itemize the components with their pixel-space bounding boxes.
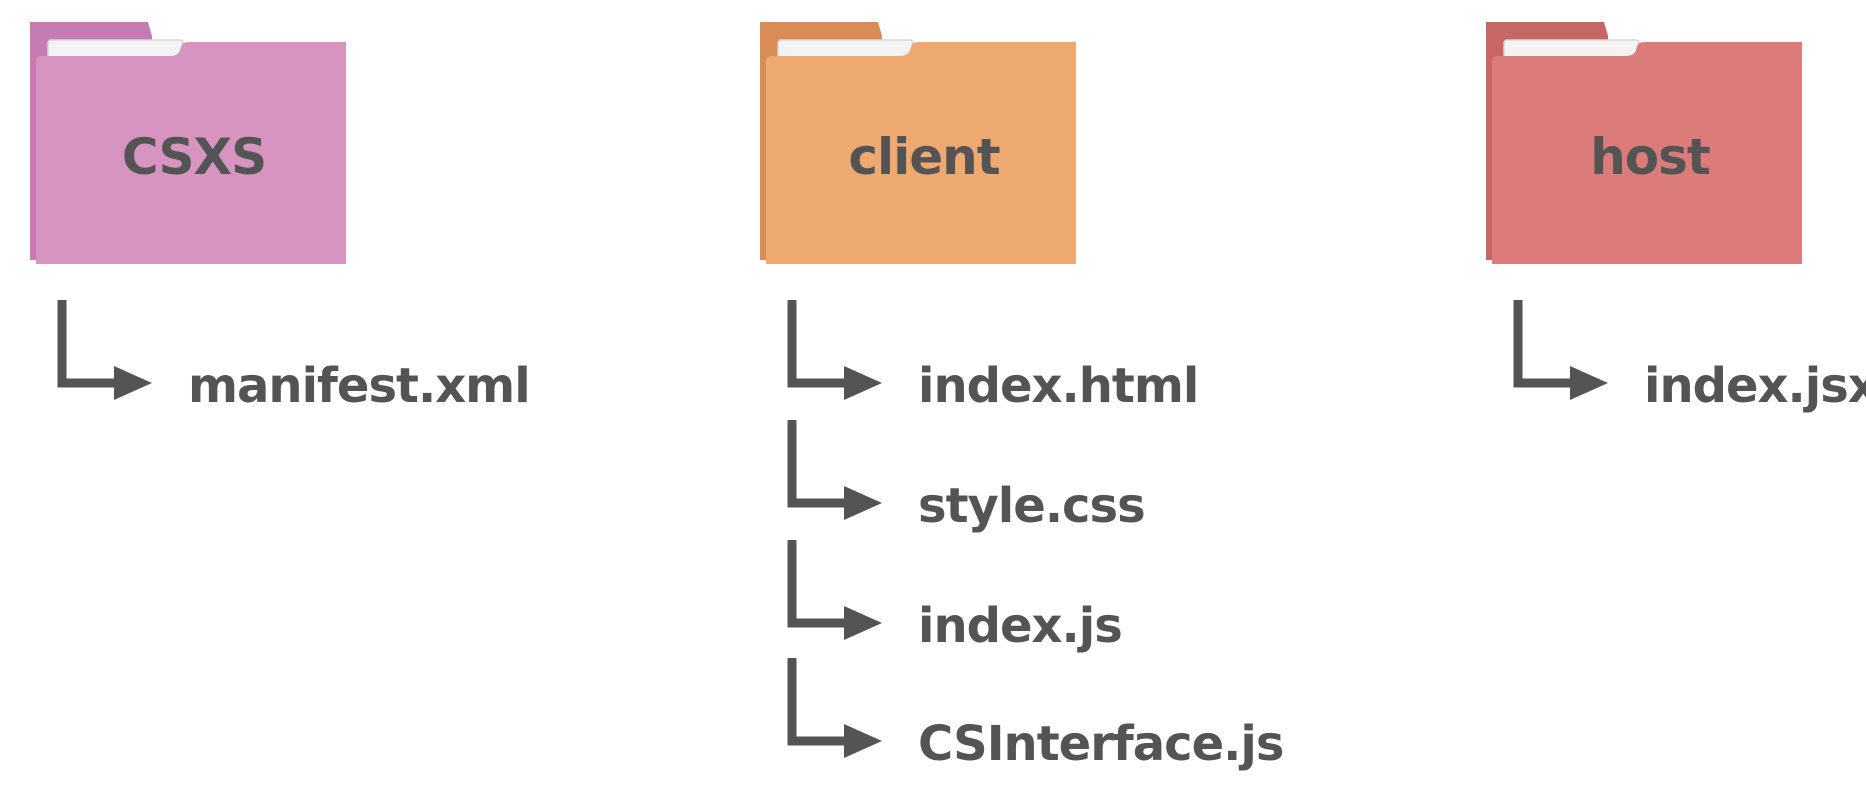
file-name: index.js [918, 598, 1123, 654]
file-item-style-css[interactable]: style.css [786, 420, 1286, 530]
branch-arrow-icon [1513, 300, 1608, 400]
file-name: index.html [918, 358, 1199, 414]
folder-label: CSXS [121, 128, 267, 186]
folder-icon [760, 22, 1076, 264]
folder-host[interactable]: host [1486, 20, 1806, 265]
folder-label: client [848, 128, 1000, 186]
folder-client[interactable]: client [760, 20, 1080, 265]
file-name: CSInterface.js [918, 716, 1284, 772]
folder-front [766, 42, 1076, 264]
folder-icon [30, 22, 346, 264]
folder-group-host: host index.jsx [1486, 0, 1866, 798]
file-name: manifest.xml [188, 358, 531, 414]
folder-front [1492, 42, 1802, 264]
file-name: style.css [918, 478, 1146, 534]
folder-group-client: client index.html style.css index.js CSI… [760, 0, 1284, 798]
branch-arrow-icon [787, 540, 882, 640]
folder-front [36, 42, 346, 264]
branch-arrow-icon [787, 300, 882, 400]
folder-csxs[interactable]: CSXS [30, 20, 350, 265]
folder-group-csxs: CSXS manifest.xml [30, 0, 550, 798]
file-item-index-html[interactable]: index.html [786, 300, 1286, 410]
branch-arrow-icon [57, 300, 152, 400]
folder-label: host [1590, 128, 1711, 186]
folder-icon [1486, 22, 1802, 264]
branch-arrow-icon [787, 420, 882, 520]
branch-arrow-icon [787, 658, 882, 758]
file-item-index-jsx[interactable]: index.jsx [1512, 300, 1866, 410]
file-item-index-js[interactable]: index.js [786, 540, 1286, 650]
file-item-csinterface-js[interactable]: CSInterface.js [786, 658, 1286, 768]
file-name: index.jsx [1644, 358, 1866, 414]
file-item-manifest-xml[interactable]: manifest.xml [56, 300, 556, 410]
